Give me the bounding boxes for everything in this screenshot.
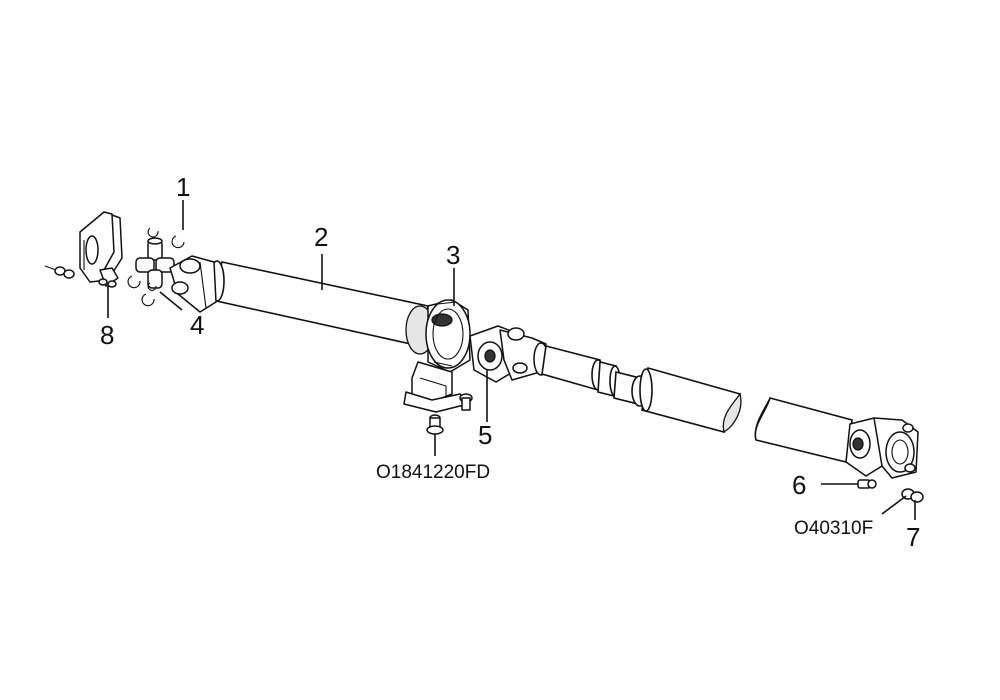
flange-bolts-left bbox=[44, 265, 117, 288]
mounting-bolt bbox=[426, 414, 444, 456]
callout-3: 3 bbox=[446, 240, 460, 270]
snap-rings bbox=[127, 227, 185, 307]
callout-6: 6 bbox=[792, 470, 806, 500]
callout-5: 5 bbox=[478, 420, 492, 450]
leader-lines bbox=[107, 200, 916, 520]
callout-8: 8 bbox=[100, 320, 114, 350]
rear-universal-joint bbox=[845, 417, 919, 479]
front-flange-yoke bbox=[79, 211, 123, 287]
callout-1: 1 bbox=[176, 172, 190, 202]
callout-2: 2 bbox=[314, 222, 328, 252]
nut-part-number: O40310F bbox=[794, 518, 873, 539]
callout-4: 4 bbox=[190, 310, 204, 340]
center-universal-joint bbox=[469, 325, 549, 383]
center-support-bearing bbox=[403, 299, 473, 413]
rear-flange-fasteners bbox=[857, 479, 924, 503]
bolt-part-number: O1841220FD bbox=[376, 462, 490, 483]
rear-shaft-tube bbox=[541, 345, 853, 463]
front-shaft-tube bbox=[169, 255, 429, 347]
universal-joint-cross bbox=[135, 237, 175, 289]
callout-7: 7 bbox=[906, 522, 920, 552]
